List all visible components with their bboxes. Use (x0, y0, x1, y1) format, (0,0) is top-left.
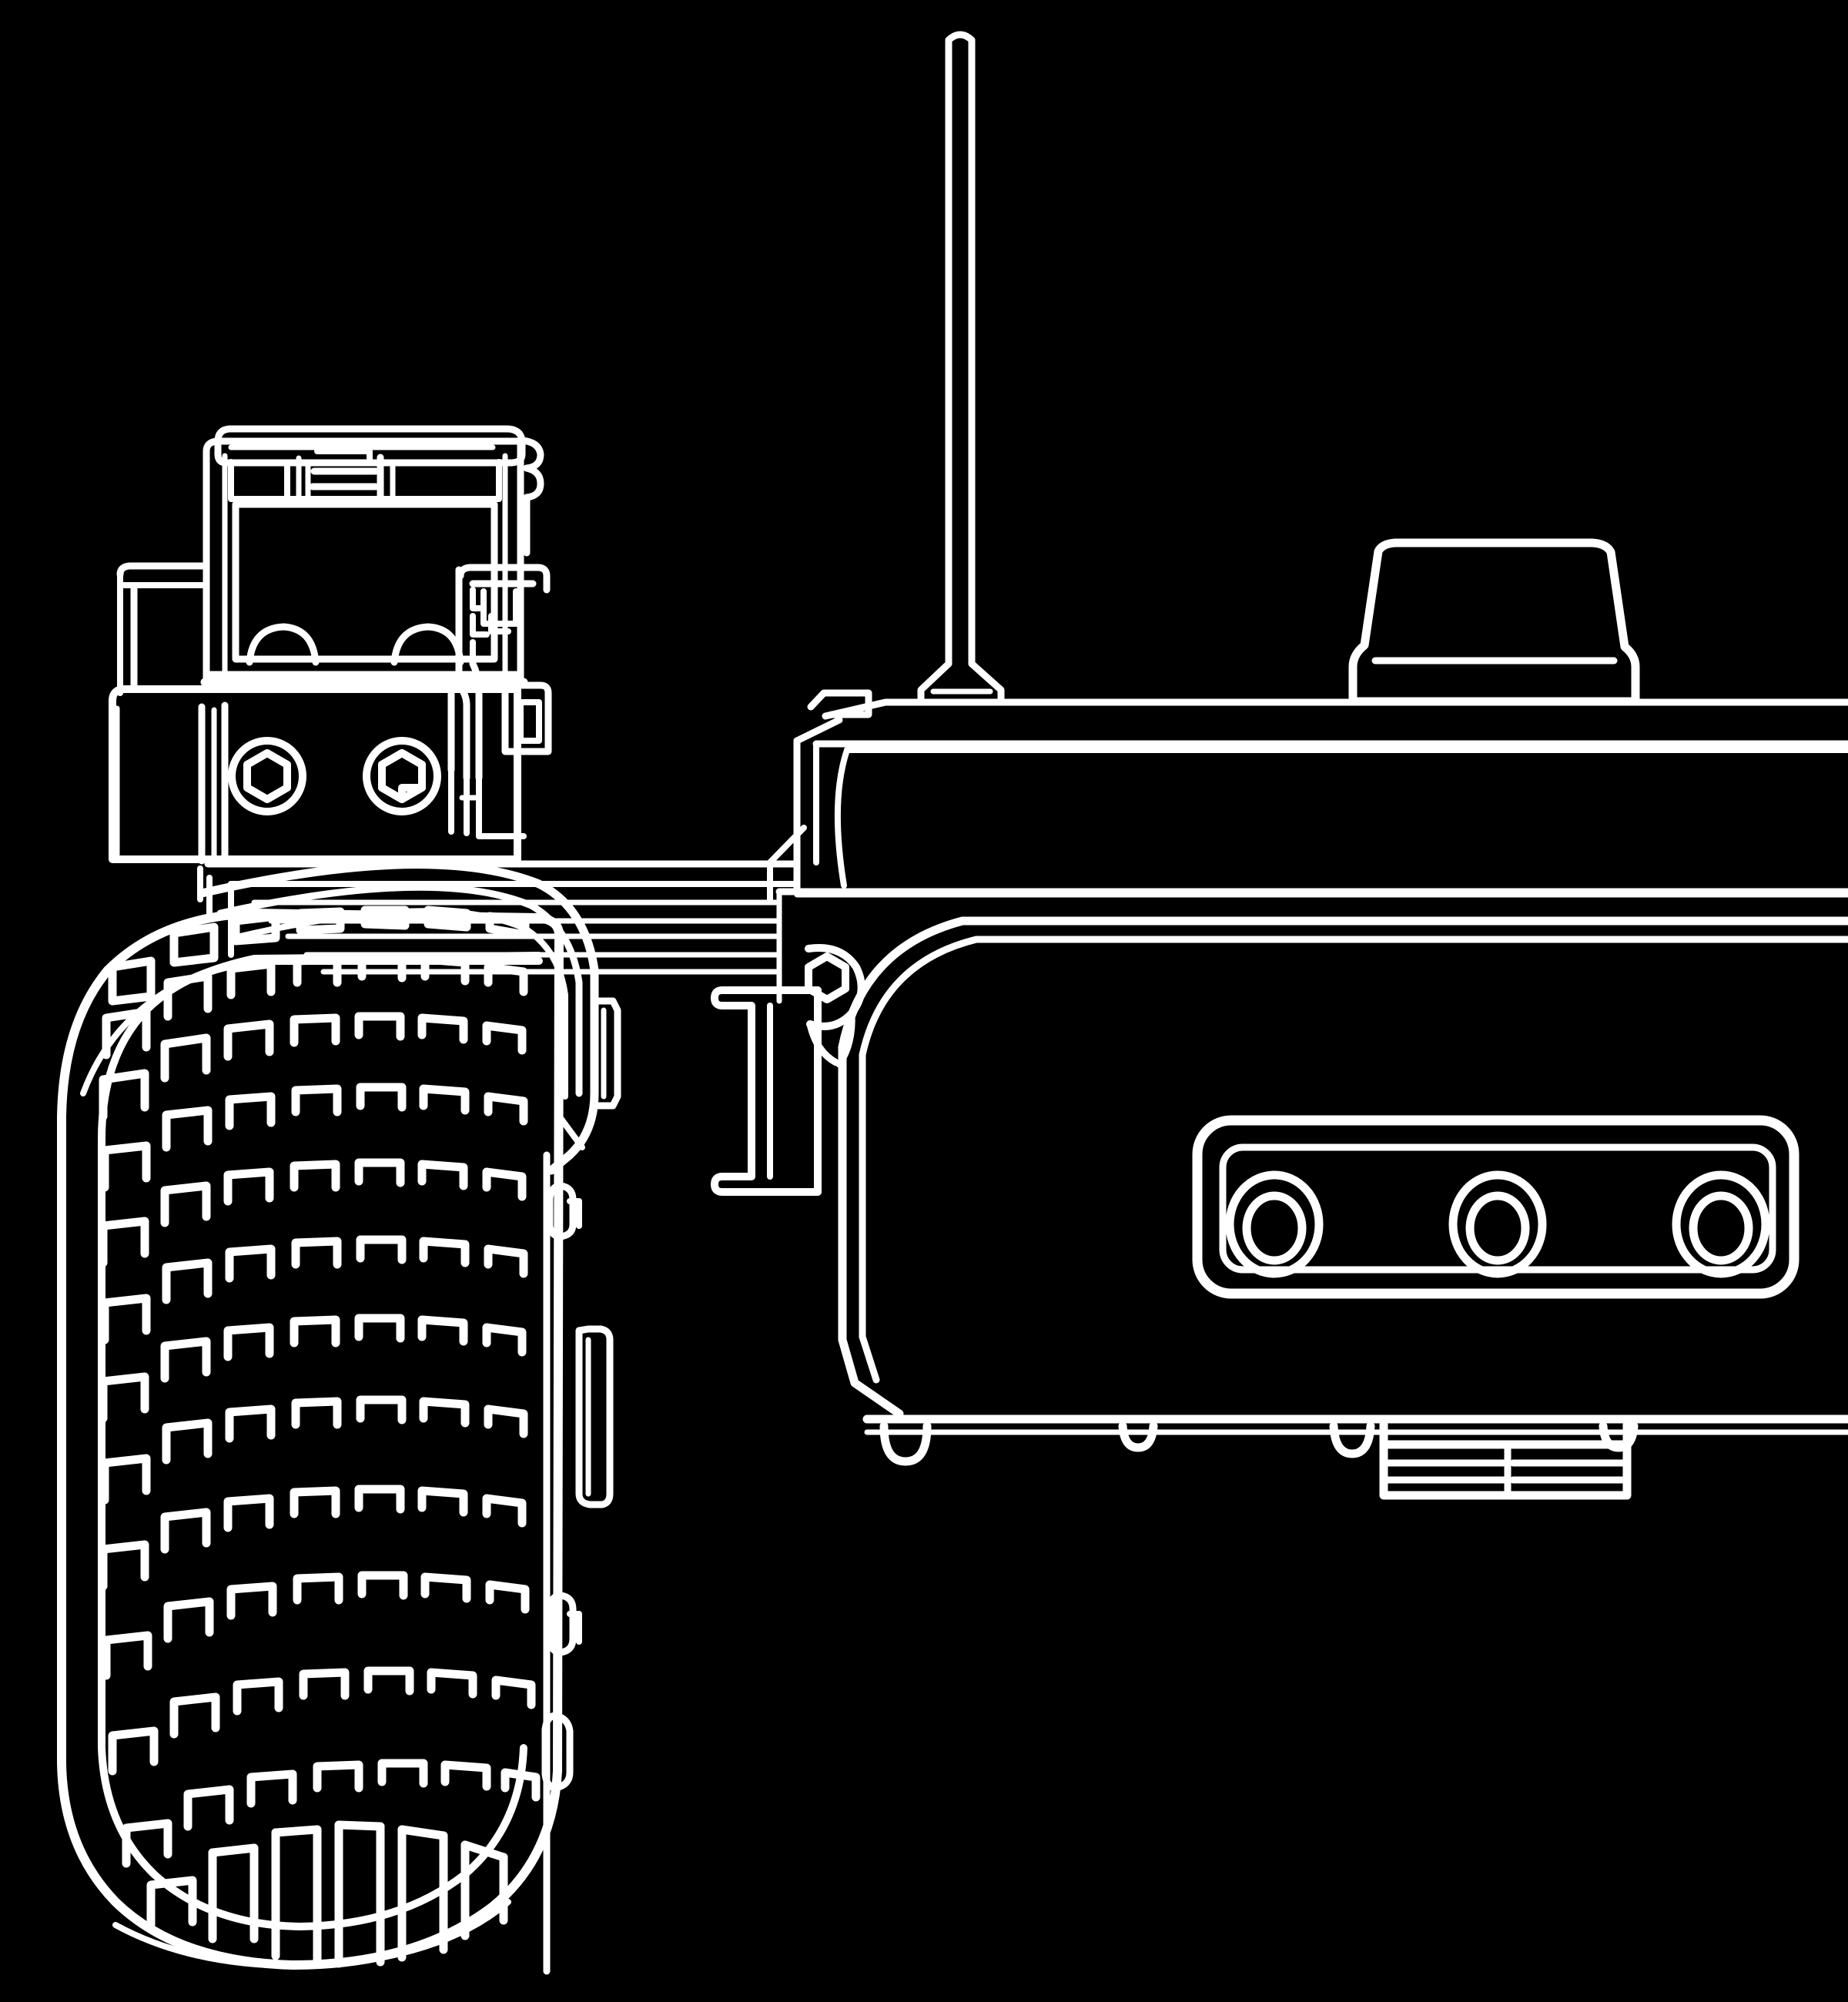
tread-row-7 (99, 1314, 527, 1423)
tread-row-4 (100, 1083, 528, 1192)
antenna (917, 31, 1005, 706)
left-side-bracket (116, 562, 209, 696)
beacon-dome (1348, 538, 1640, 705)
tread-row-2 (102, 953, 528, 1060)
tread-row-11 (108, 1666, 536, 1776)
tread-row-3 (99, 1012, 527, 1121)
battery-tray (1379, 1420, 1632, 1500)
tread-row-13 (146, 1820, 508, 1968)
port-panel (1192, 1115, 1799, 1299)
chassis-front-shroud (838, 916, 1848, 1418)
tread-row-5 (99, 1158, 527, 1267)
wheel-hub-seam (543, 1115, 585, 1975)
tire-tread (99, 906, 541, 1968)
tread-row-8 (100, 1395, 528, 1505)
sensor-module (200, 425, 544, 687)
port-panel-outline[interactable] (1192, 1115, 1799, 1299)
sensor-mount-block (109, 685, 521, 865)
connector-stack (447, 564, 552, 839)
tread-row-6 (100, 1235, 528, 1344)
tread-row-1 (108, 906, 530, 1006)
underbody-rail (862, 1414, 1848, 1466)
port-1[interactable] (1225, 1170, 1324, 1278)
hex-bolt-right (363, 737, 441, 815)
tread-row-9 (99, 1485, 527, 1591)
hex-bolt-left (228, 737, 306, 815)
tread-row-10 (102, 1571, 530, 1680)
tread-row-12 (122, 1759, 541, 1868)
port-2[interactable] (1448, 1170, 1547, 1278)
port-3[interactable] (1672, 1170, 1770, 1278)
